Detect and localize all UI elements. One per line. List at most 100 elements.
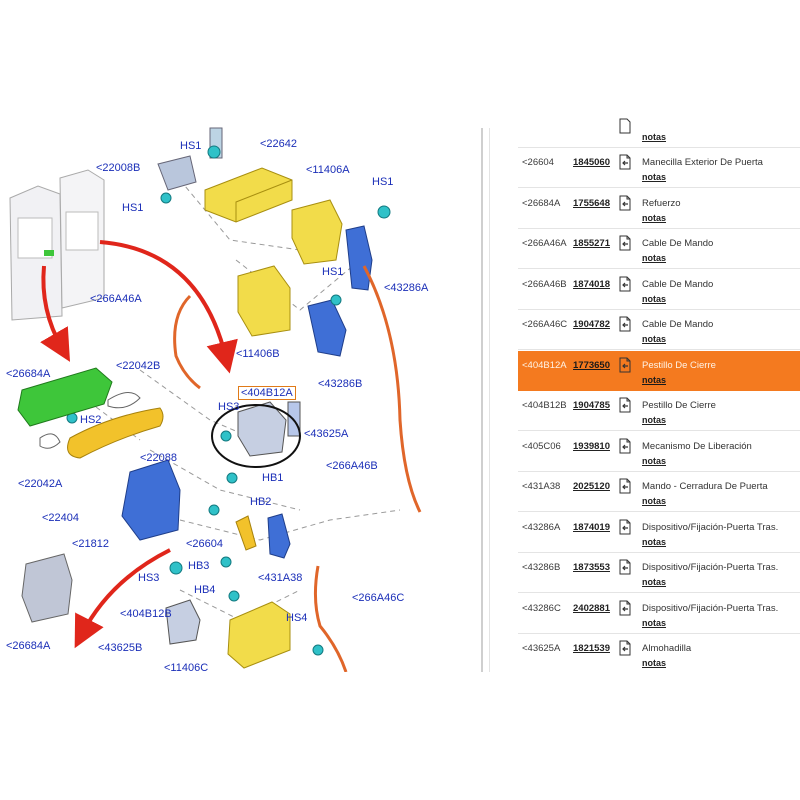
add-to-cart-document-icon[interactable] [617,154,633,170]
notes-link[interactable]: notas [642,334,667,344]
part-description: Dispositivo/Fijación-Puerta Tras. [642,562,779,573]
add-to-cart-document-icon[interactable] [617,276,633,292]
part-description: Dispositivo/Fijación-Puerta Tras. [642,602,779,614]
parts-row-partial[interactable]: notas [518,110,800,148]
part-number-link[interactable]: 1904782 [573,319,610,330]
add-to-cart-document-icon[interactable] [617,600,633,616]
add-to-cart-document-icon[interactable] [617,438,633,454]
notes-document-icon[interactable] [617,118,633,134]
callout-11406b[interactable]: <11406B [236,348,280,360]
notes-link[interactable]: notas [642,132,667,142]
callout-11406a[interactable]: <11406A [306,164,350,176]
part-number-link[interactable]: 2402881 [573,602,610,614]
callout-hs3-low[interactable]: HS3 [138,572,160,584]
notes-link[interactable]: notas [642,455,667,466]
callout-hs2[interactable]: HS2 [80,414,102,426]
callout-hs1-left[interactable]: HS1 [122,202,144,214]
part-number-link[interactable]: 1821539 [573,643,610,654]
diagram-artwork [9,127,422,672]
part-description: Pestillo De Cierre [642,359,716,371]
part-number-link[interactable]: 2025120 [573,481,610,492]
notes-link[interactable]: notas [642,536,667,547]
callout-404b12a[interactable]: <404B12A [238,386,296,400]
part-number-link[interactable]: 1939810 [573,440,610,452]
add-to-cart-document-icon[interactable] [617,559,633,575]
part-number-link[interactable]: 1874018 [573,278,610,290]
callout-22088[interactable]: <22088 [140,452,178,464]
callout-hs3[interactable]: HS3 [218,401,240,413]
callout-43286b[interactable]: <43286B [318,378,363,390]
notes-link[interactable]: notas [642,293,667,304]
callout-26684a-low[interactable]: <26684A [6,640,51,652]
part-number-link[interactable]: 1845060 [573,157,610,168]
notes-link[interactable]: notas [642,374,667,385]
part-code: <431A38 [522,481,561,492]
add-to-cart-document-icon[interactable] [617,478,633,494]
part-number-link[interactable]: 1755648 [573,197,610,209]
part-description: Pestillo De Cierre [642,400,716,411]
add-to-cart-document-icon[interactable] [617,640,633,656]
callout-22042b[interactable]: <22042B [116,360,161,372]
callout-266a46c[interactable]: <266A46C [352,592,405,604]
callout-hs4[interactable]: HS4 [286,612,308,624]
callout-431a38[interactable]: <431A38 [258,572,303,584]
callout-22404[interactable]: <22404 [42,512,80,524]
callout-22008b[interactable]: <22008B [96,162,141,174]
callout-hs1-right[interactable]: HS1 [372,176,394,188]
part-description: Refuerzo [642,197,681,209]
part-number-link[interactable]: 1873553 [573,562,610,573]
notes-link[interactable]: notas [642,496,667,506]
callout-266a46b[interactable]: <266A46B [326,460,378,472]
notes-link[interactable]: notas [642,253,667,263]
hand-drawn-circle [211,404,301,468]
callout-11406c[interactable]: <11406C [164,662,209,672]
callout-43625b[interactable]: <43625B [98,642,143,654]
callout-hb1[interactable]: HB1 [262,472,284,484]
add-to-cart-document-icon[interactable] [617,235,633,251]
callout-26684a[interactable]: <26684A [6,368,51,380]
part-number-link[interactable]: 1874019 [573,521,610,533]
add-to-cart-document-icon[interactable] [617,397,633,413]
notes-link[interactable]: notas [642,617,667,628]
notes-link[interactable]: notas [642,212,667,223]
callout-22042a[interactable]: <22042A [18,478,63,490]
callout-21812[interactable]: <21812 [72,538,110,550]
notes-link[interactable]: notas [642,658,667,668]
part-number-link[interactable]: 1855271 [573,238,610,249]
callout-404b12b[interactable]: <404B12B [120,608,172,620]
part-number-link[interactable]: 1773650 [573,359,610,371]
callout-hb4[interactable]: HB4 [194,584,216,596]
callout-hb2[interactable]: HB2 [250,496,272,508]
vehicle-rear-doors [9,169,105,321]
callout-43286a[interactable]: <43286A [384,282,429,294]
part-number-link[interactable]: 1904785 [573,400,610,411]
callout-hb3[interactable]: HB3 [188,560,210,572]
notes-link[interactable]: notas [642,415,667,425]
callout-hs1-mid[interactable]: HS1 [322,266,344,278]
callout-26604[interactable]: <26604 [186,538,224,550]
callout-43625a[interactable]: <43625A [304,428,349,440]
callout-hs1[interactable]: HS1 [180,140,202,152]
add-to-cart-document-icon[interactable] [617,519,633,535]
notes-link[interactable]: notas [642,172,667,182]
notes-link[interactable]: notas [642,577,667,587]
callout-266a46a[interactable]: <266A46A [90,293,142,305]
add-to-cart-document-icon[interactable] [617,195,633,211]
callout-22642[interactable]: <22642 [260,138,298,150]
add-to-cart-document-icon[interactable] [617,357,633,373]
add-to-cart-document-icon[interactable] [617,316,633,332]
